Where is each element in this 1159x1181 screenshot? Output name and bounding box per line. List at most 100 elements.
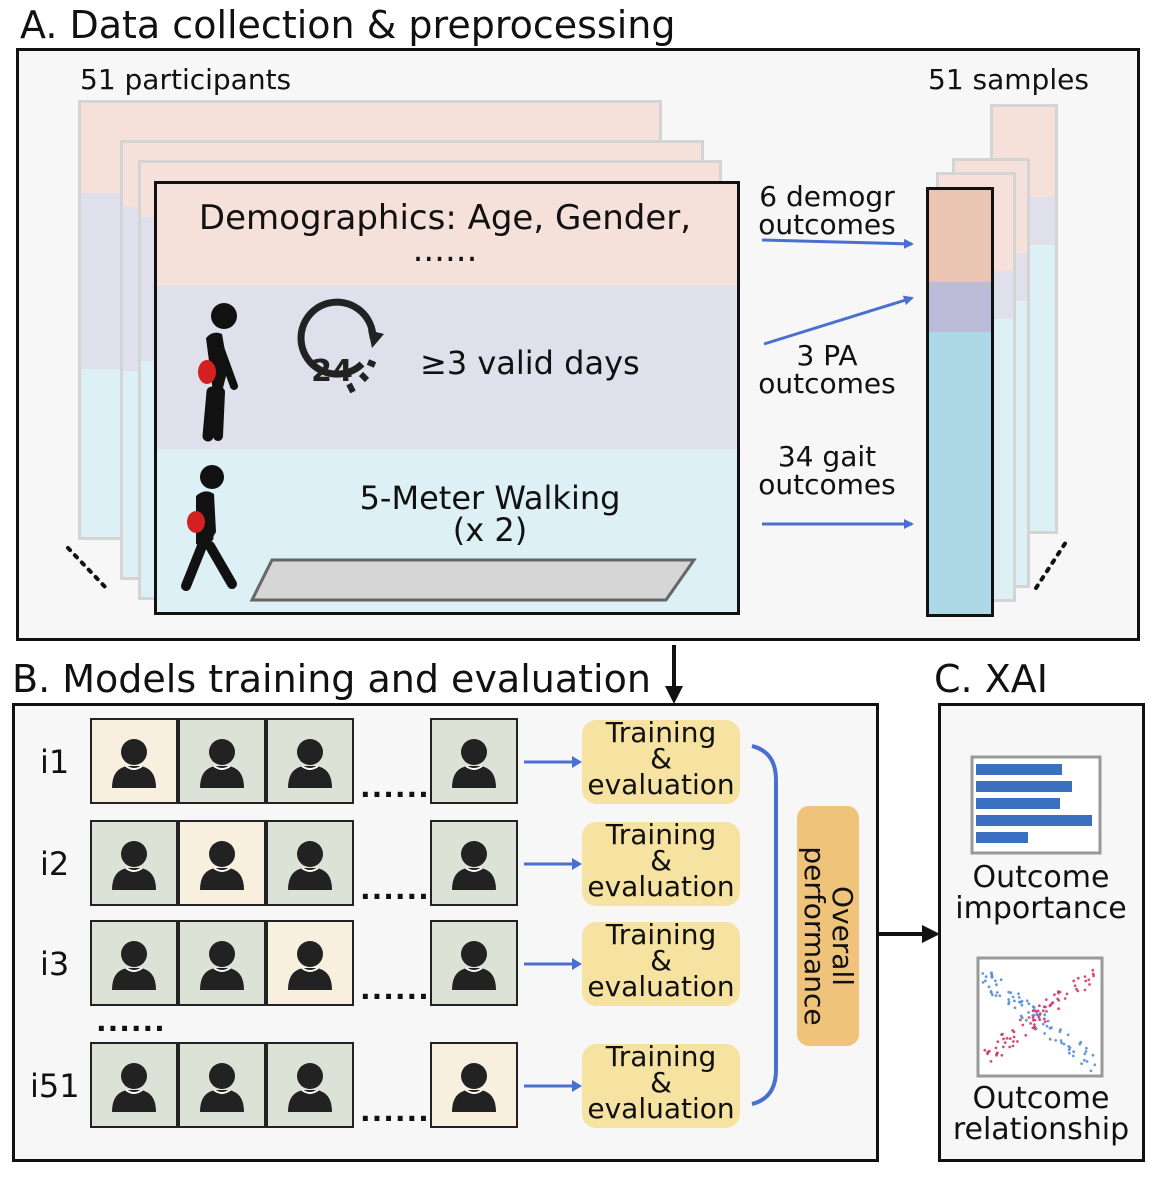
scatter-point	[994, 979, 997, 983]
scatter-point	[1080, 1062, 1083, 1065]
scatter-point	[999, 978, 1003, 982]
scatter-point	[1091, 1053, 1095, 1057]
scatter-point	[1031, 1005, 1035, 1008]
training-evaluation-pill: Training&evaluation	[582, 716, 740, 804]
training-evaluation-text: evaluation	[587, 768, 735, 801]
demographics-text: Demographics: Age, Gender, ......	[198, 198, 692, 270]
scatter-point	[1051, 1001, 1055, 1004]
scatter-point	[1020, 1003, 1024, 1007]
scatter-point	[1072, 1050, 1076, 1054]
row-ellipsis: ......	[360, 873, 430, 906]
person-icon	[200, 841, 244, 890]
scatter-point	[1089, 1069, 1093, 1073]
scatter-point	[1092, 974, 1095, 978]
scatter-point	[1050, 1026, 1053, 1029]
scatter-point	[994, 994, 998, 997]
scatter-point	[1083, 975, 1087, 978]
walking-text: 5-Meter Walking (x 2)	[359, 479, 621, 549]
scatter-point	[1044, 998, 1048, 1001]
row-ellipsis: ......	[360, 771, 430, 804]
row-label: i51	[30, 1067, 80, 1105]
samples-label: 51 samples	[928, 63, 1089, 96]
scatter-point	[986, 1050, 990, 1054]
scatter-point	[1046, 1019, 1050, 1023]
outcome-relationship-chart	[976, 956, 1104, 1078]
participant-cell	[90, 820, 178, 906]
scatter-point	[1016, 1040, 1019, 1043]
scatter-point	[1088, 983, 1091, 986]
scatter-point	[1000, 1033, 1003, 1036]
scatter-point	[1071, 1054, 1075, 1058]
scatter-point	[1017, 996, 1021, 999]
scatter-point	[996, 1040, 1000, 1044]
person-icon	[112, 841, 156, 890]
scatter-point	[1043, 1020, 1047, 1024]
demographics-band	[157, 184, 737, 285]
scatter-point	[984, 975, 988, 979]
scatter-point	[995, 991, 999, 994]
scatter-point	[998, 994, 1002, 998]
participant-cell	[430, 820, 518, 906]
training-evaluation-text: evaluation	[587, 970, 735, 1003]
scatter-point	[991, 993, 994, 997]
scatter-point	[981, 972, 985, 975]
participant-cell	[90, 920, 178, 1006]
scatter-point	[1007, 1000, 1011, 1004]
stack-dots-right	[1034, 540, 1068, 590]
scatter-point	[1083, 1058, 1086, 1062]
scatter-point	[1017, 992, 1020, 996]
person-icon	[288, 1063, 332, 1112]
24-hour-clock-icon: 24	[297, 298, 384, 394]
scatter-point	[1087, 978, 1091, 982]
scatter-point	[1021, 1023, 1025, 1027]
relationship-label: Outcome relationship	[952, 1081, 1130, 1147]
scatter-point	[1066, 1033, 1070, 1037]
scatter-point	[1072, 979, 1076, 983]
pa-text: ≥3 valid days	[420, 344, 640, 382]
scatter-point	[1038, 1012, 1042, 1015]
scatter-point	[1067, 1045, 1071, 1048]
scatter-point	[995, 983, 998, 987]
scatter-point	[1075, 987, 1078, 991]
scatter-point	[1008, 1045, 1012, 1049]
person-icon	[112, 739, 156, 788]
outcome-importance-chart	[970, 755, 1102, 855]
scatter-point	[1025, 999, 1029, 1003]
panel-b-title: B. Models training and evaluation	[12, 657, 651, 701]
scatter-point	[1091, 968, 1095, 972]
scatter-point	[1068, 1051, 1071, 1055]
scatter-point	[989, 991, 993, 994]
participant-cell	[178, 820, 266, 906]
performance-bracket	[751, 744, 778, 1106]
scatter-point	[1019, 1001, 1023, 1004]
scatter-point	[1033, 1023, 1036, 1026]
row-label: i3	[40, 945, 70, 983]
training-evaluation-text: Training	[605, 716, 717, 749]
person-icon	[112, 941, 156, 990]
person-icon	[200, 1063, 244, 1112]
scatter-point	[1045, 1024, 1049, 1028]
participant-cell	[266, 820, 354, 906]
scatter-point	[1073, 984, 1077, 988]
participant-cell	[178, 718, 266, 804]
participant-cell	[178, 920, 266, 1006]
scatter-point	[1076, 976, 1080, 980]
stack-dots-left	[66, 546, 110, 592]
scatter-point	[1084, 979, 1088, 983]
scatter-point	[987, 985, 991, 989]
row-label: i1	[40, 743, 70, 781]
person-wearable-icon	[198, 303, 238, 442]
scatter-point	[1009, 991, 1013, 995]
scatter-point	[1084, 1050, 1088, 1053]
scatter-point	[989, 1060, 993, 1063]
training-evaluation-text: Training	[605, 1040, 717, 1073]
scatter-point	[1013, 999, 1016, 1003]
person-icon	[452, 1063, 496, 1112]
walking-track	[249, 558, 697, 602]
scatter-point	[1083, 988, 1087, 992]
scatter-point	[1093, 1063, 1097, 1067]
participant-cell	[90, 1042, 178, 1128]
scatter-point	[1011, 995, 1015, 999]
scatter-point	[1007, 998, 1011, 1001]
scatter-point	[1008, 1037, 1012, 1040]
